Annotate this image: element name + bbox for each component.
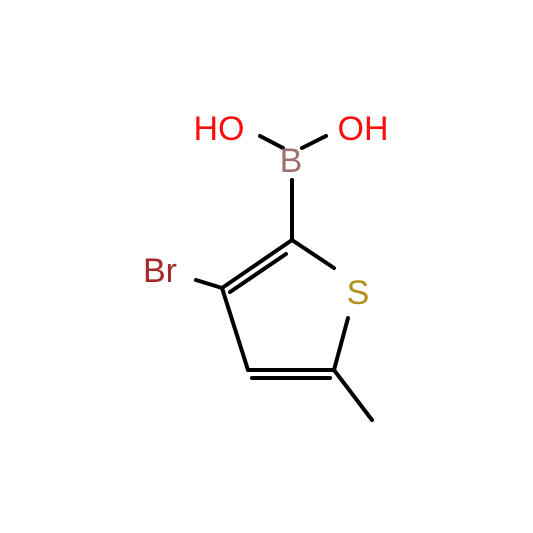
bond-b-o-right — [300, 134, 328, 150]
bond-c2-s — [290, 238, 336, 270]
atom-label-oh: OH — [338, 110, 389, 148]
atom-label-br: Br — [143, 252, 177, 290]
bonds — [194, 134, 374, 422]
bond-b-o-left — [258, 134, 285, 150]
bond-c3-c4 — [220, 286, 250, 372]
bond-c3-br — [194, 278, 224, 290]
bond-c2-c3-inner — [228, 252, 288, 294]
atom-label-b: B — [280, 142, 303, 180]
bond-c2-c3 — [220, 238, 294, 290]
bond-c5-methyl — [332, 368, 374, 422]
bond-s-c5 — [332, 316, 350, 372]
atom-labels: HO OH B Br S — [143, 110, 389, 312]
atom-label-ho: HO — [194, 110, 245, 148]
atom-label-s: S — [347, 274, 370, 312]
